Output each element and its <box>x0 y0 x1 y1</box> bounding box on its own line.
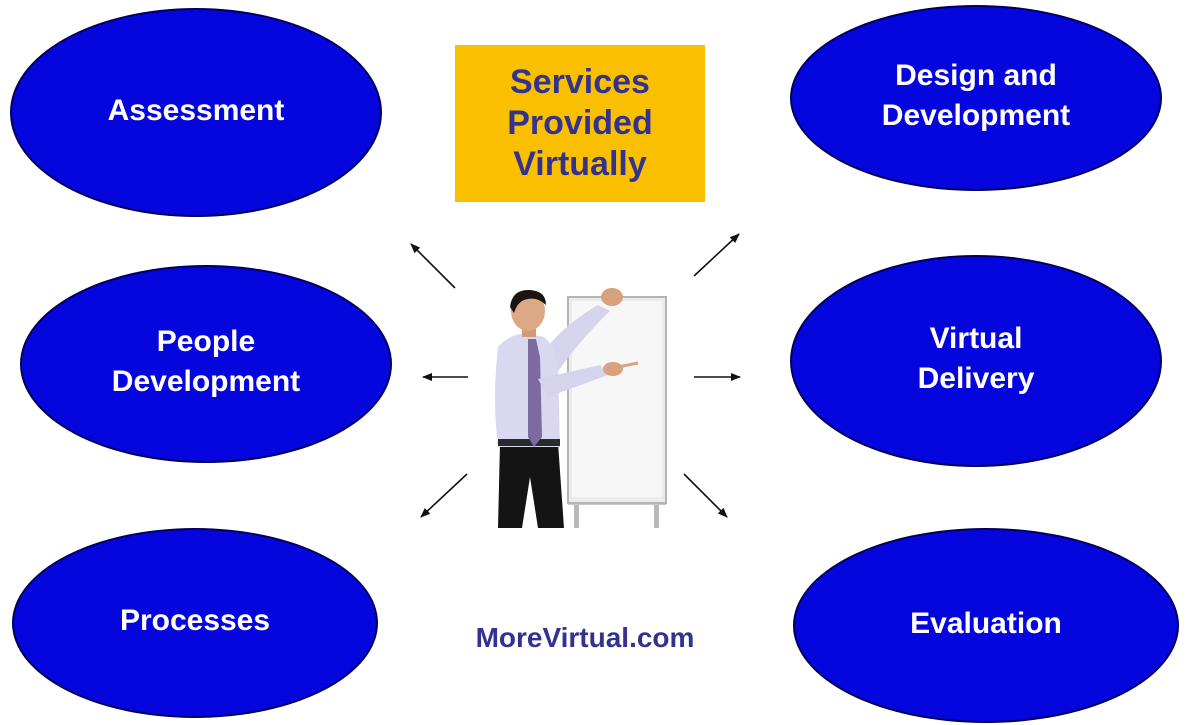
arrow-to-processes <box>420 473 468 518</box>
arrow-to-design <box>693 233 740 277</box>
node-label: Design and Development <box>881 59 1071 132</box>
node-processes: Processes <box>12 528 378 718</box>
node-evaluation: Evaluation <box>793 528 1179 723</box>
node-label: Virtual Delivery <box>917 322 1035 395</box>
arrow-to-assessment <box>410 243 456 289</box>
node-label: People Development <box>111 325 301 398</box>
node-people-development: People Development <box>20 265 392 463</box>
node-label: Processes <box>119 604 271 637</box>
node-virtual-delivery: Virtual Delivery <box>790 255 1162 467</box>
presenter-image <box>495 288 667 528</box>
node-label: Assessment <box>107 93 285 127</box>
title-box: Services Provided Virtually <box>455 45 705 202</box>
arrow-to-evaluation <box>683 473 728 518</box>
diagram-title: Services Provided Virtually <box>507 63 653 183</box>
node-design-and-development: Design and Development <box>790 5 1162 191</box>
node-label: Evaluation <box>910 606 1062 640</box>
node-assessment: Assessment <box>10 8 382 217</box>
website-label: MoreVirtual.com <box>475 622 695 653</box>
